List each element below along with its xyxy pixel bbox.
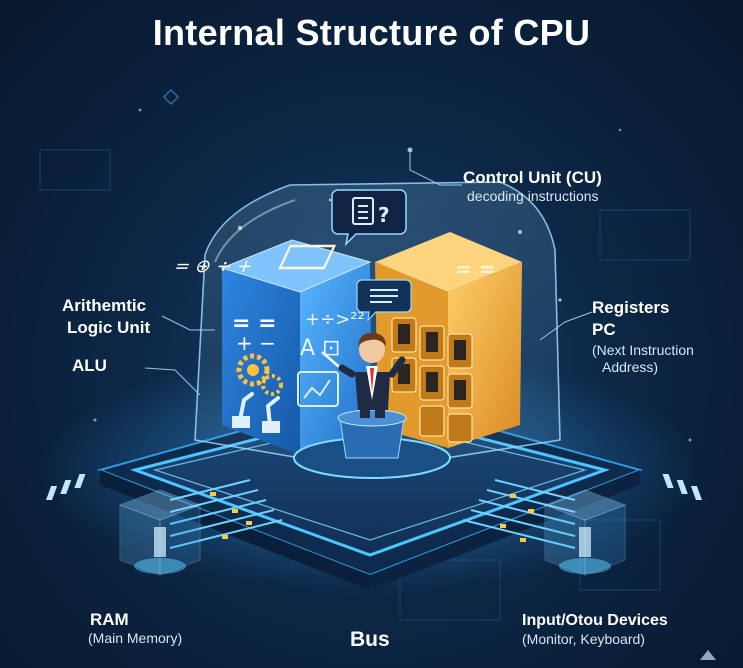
- bus-data-bits: [210, 492, 534, 542]
- svg-text:+ −: + −: [236, 331, 276, 355]
- registers-desc-line1: (Next Instruction: [592, 342, 694, 358]
- io-title: Input/Otou Devices: [522, 612, 668, 629]
- register-blocks: [391, 317, 473, 443]
- ram-subtitle: (Main Memory): [88, 630, 183, 646]
- podium: [293, 409, 451, 479]
- svg-text:= =: = =: [455, 257, 495, 281]
- alu-right-symbols: +÷>²²: [305, 309, 365, 330]
- teacher-icon: [321, 332, 406, 418]
- connector-pins: [46, 474, 702, 500]
- control-unit-title: Control Unit (CU): [463, 168, 602, 187]
- alu-label-line1: Arithemtic: [62, 296, 147, 315]
- registers-pc: PC: [592, 320, 616, 339]
- ram-title: RAM: [90, 610, 129, 629]
- registers-cube: = =: [278, 232, 522, 448]
- gear-icon: [236, 353, 283, 396]
- list-bubble-icon: [356, 279, 412, 322]
- bus-label: Bus: [350, 628, 390, 651]
- control-unit-subtitle: decoding instructions: [467, 188, 599, 204]
- clipboard-question-icon: ?: [331, 189, 407, 247]
- io-subtitle: (Monitor, Keyboard): [522, 631, 645, 647]
- alu-left-symbols: = =: [232, 311, 277, 336]
- bus-traces: [169, 479, 576, 549]
- alu-label-abbr: ALU: [72, 356, 107, 375]
- registers-title: Registers: [592, 298, 670, 317]
- svg-text:?: ?: [378, 203, 390, 227]
- ram-module: [118, 489, 202, 576]
- io-module: [543, 489, 627, 576]
- alu-cube: = ⊕ ÷ + = = + − +÷>²² A ⊡: [171, 239, 372, 455]
- registers-desc-line2: Address): [602, 359, 659, 375]
- robot-arm-icon: [232, 392, 280, 433]
- page-title: Internal Structure of CPU: [152, 12, 591, 53]
- alu-label-line2: Logic Unit: [67, 318, 151, 337]
- alu-top-symbols: = ⊕ ÷ +: [171, 257, 256, 277]
- svg-text:A ⊡: A ⊡: [300, 336, 340, 361]
